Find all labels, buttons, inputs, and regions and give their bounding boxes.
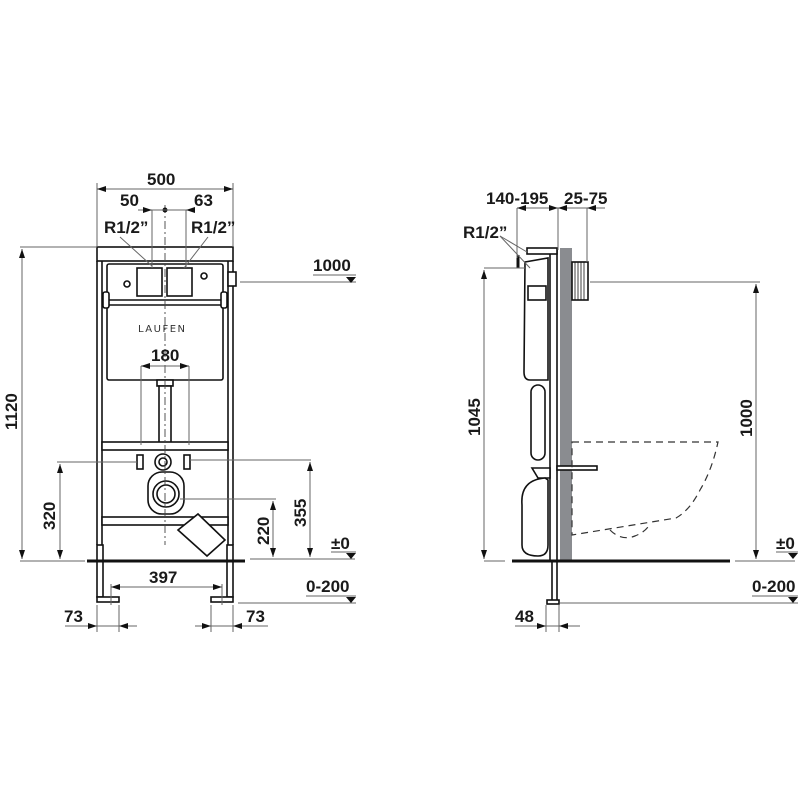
front-dimensions: 500 50 63 R1/2” R1/2” 180 1120 320 — [2, 170, 356, 632]
level-top: 1000 — [313, 256, 351, 275]
wall — [560, 248, 572, 561]
dim-foot-spacing: 397 — [149, 568, 177, 587]
dim-right-offset: 63 — [194, 191, 213, 210]
dim-outlet-width: 180 — [151, 346, 179, 365]
level-zero-side: ±0 — [776, 534, 795, 553]
flush-opening-left — [136, 267, 163, 297]
dim-left-foot: 73 — [64, 607, 83, 626]
dim-drain-height: 220 — [254, 517, 273, 545]
level-zero-front: ±0 — [331, 534, 350, 553]
level-floor-side: 0-200 — [752, 577, 795, 596]
cistern-side — [523, 257, 549, 381]
dim-total-height: 1120 — [2, 393, 21, 430]
level-floor-front: 0-200 — [306, 577, 349, 596]
flush-opening-right — [166, 267, 193, 297]
brand-label: LAUFEN — [138, 324, 187, 335]
dim-overall-width: 500 — [147, 170, 175, 189]
label-right-connection: R1/2” — [191, 218, 235, 237]
dim-bolt-height: 320 — [40, 502, 59, 530]
dim-foot-depth: 48 — [515, 607, 534, 626]
dim-left-offset: 50 — [120, 191, 139, 210]
dim-wall-range: 25-75 — [564, 189, 607, 208]
dim-right-foot: 73 — [246, 607, 265, 626]
front-view: LAUFEN — [87, 205, 245, 603]
label-left-connection: R1/2” — [104, 218, 148, 237]
dim-supply-height: 355 — [291, 499, 310, 527]
dim-actuator-height: 1000 — [737, 399, 756, 437]
bowl-outline — [571, 441, 719, 536]
label-side-connection: R1/2” — [463, 223, 507, 242]
side-view — [512, 247, 730, 605]
dim-frame-height: 1045 — [465, 398, 484, 436]
dim-depth-range: 140-195 — [486, 189, 548, 208]
side-dimensions: 140-195 25-75 R1/2” 1045 1000 ±0 0-200 — [463, 189, 798, 632]
